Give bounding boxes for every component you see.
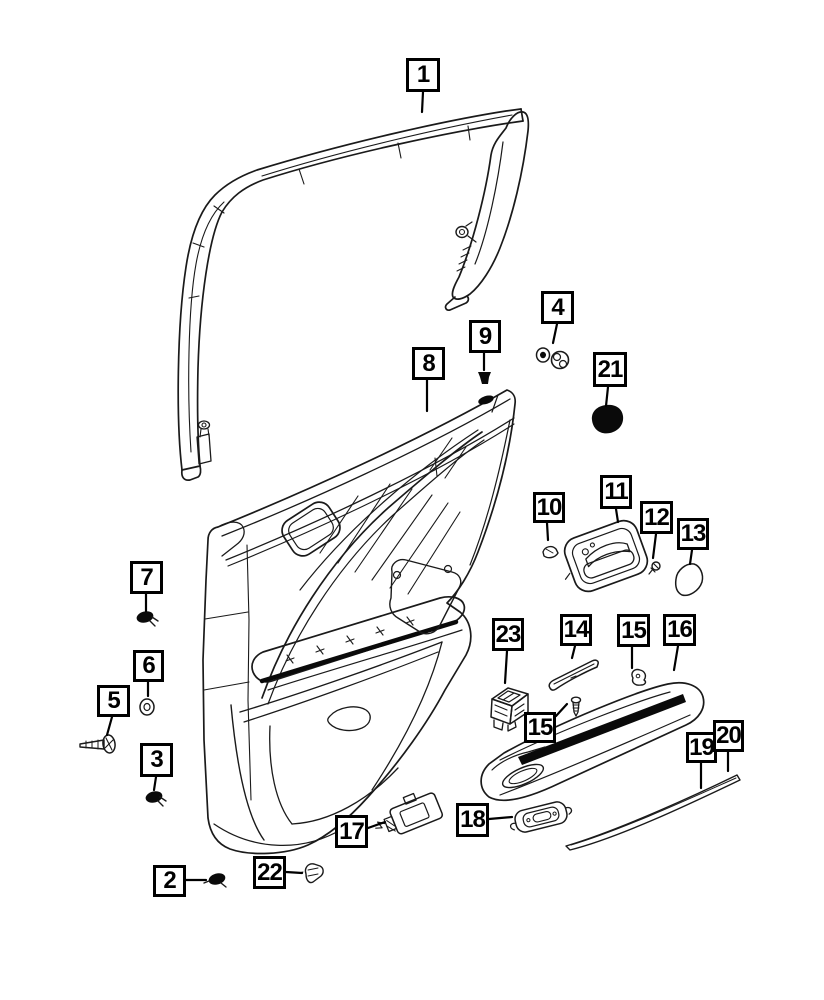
screw-12-drawing (648, 561, 661, 575)
callout-22: 22 (253, 856, 286, 889)
callout-6-label: 6 (142, 652, 155, 679)
door-trim-panel-drawing (202, 389, 517, 855)
callout-23-label: 23 (495, 620, 522, 648)
callout-8-label: 8 (422, 349, 435, 377)
leader-lines (105, 90, 730, 882)
callout-2: 2 (153, 865, 186, 897)
callout-15-upper-label: 15 (621, 616, 647, 644)
callout-16: 16 (663, 614, 696, 646)
lamp-18-drawing (509, 801, 573, 833)
screw-5-drawing (79, 734, 116, 754)
screw-and-washer-4-drawing (535, 347, 570, 370)
cover-plate-13-drawing (674, 563, 704, 597)
callout-15-upper: 15 (617, 614, 650, 647)
callout-22-label: 22 (257, 858, 283, 886)
callout-4: 4 (541, 291, 574, 324)
callout-14-label: 14 (563, 616, 590, 643)
callout-23: 23 (492, 618, 524, 651)
callout-5-label: 5 (107, 687, 120, 714)
callout-6: 6 (133, 650, 164, 682)
sill-molding-19-20-drawing (565, 774, 741, 851)
callout-10-label: 10 (536, 493, 563, 521)
callout-18: 18 (456, 803, 489, 837)
callout-17: 17 (335, 815, 368, 848)
callout-12-label: 12 (644, 503, 670, 531)
callout-19: 19 (686, 732, 717, 763)
callout-16-label: 16 (667, 616, 693, 643)
callout-15-lower: 15 (524, 712, 556, 743)
clip-10-drawing (542, 545, 559, 559)
callout-14: 14 (560, 614, 592, 646)
callout-13-label: 13 (680, 520, 707, 547)
push-pin-3-drawing (145, 791, 167, 807)
callout-17-label: 17 (339, 817, 365, 845)
quarter-trim-blade-drawing (444, 111, 530, 311)
callout-3: 3 (140, 743, 173, 777)
clip-15-drawing (631, 668, 647, 686)
callout-9-label: 9 (478, 322, 492, 350)
callout-11: 11 (600, 475, 632, 509)
callout-11-label: 11 (604, 478, 628, 505)
handle-bezel-11-drawing (563, 519, 649, 593)
screw-15-drawing (570, 696, 582, 717)
plug-21-drawing (591, 404, 624, 434)
push-pin-7-drawing (136, 611, 159, 627)
callout-10: 10 (533, 492, 565, 523)
callout-21: 21 (593, 352, 627, 387)
trim-strip-14-drawing (548, 659, 599, 691)
callout-5: 5 (97, 685, 130, 717)
window-switch-23-drawing (490, 687, 529, 732)
callout-19-label: 19 (689, 733, 715, 761)
callout-1: 1 (406, 58, 440, 92)
courtesy-lamp-17-drawing (375, 792, 444, 835)
push-pin-9-drawing (478, 372, 491, 384)
window-frame-molding-drawing (177, 108, 524, 481)
callout-20-label: 20 (716, 722, 742, 749)
callout-7-label: 7 (140, 563, 153, 591)
armrest-16-drawing (480, 681, 705, 802)
callout-9: 9 (469, 320, 501, 353)
callout-3-label: 3 (150, 746, 163, 773)
push-pin-2-drawing (203, 873, 227, 888)
callout-4-label: 4 (551, 293, 564, 321)
callout-12: 12 (640, 501, 673, 534)
grommet-6-drawing (139, 698, 155, 716)
callout-15-lower-label: 15 (527, 713, 554, 741)
callout-1-label: 1 (416, 61, 430, 88)
callout-21-label: 21 (597, 355, 624, 383)
callout-8: 8 (412, 347, 445, 380)
callout-2-label: 2 (163, 867, 176, 894)
callout-13: 13 (677, 518, 709, 550)
callout-7: 7 (130, 561, 163, 594)
callout-18-label: 18 (460, 806, 486, 833)
callout-20: 20 (713, 720, 744, 752)
